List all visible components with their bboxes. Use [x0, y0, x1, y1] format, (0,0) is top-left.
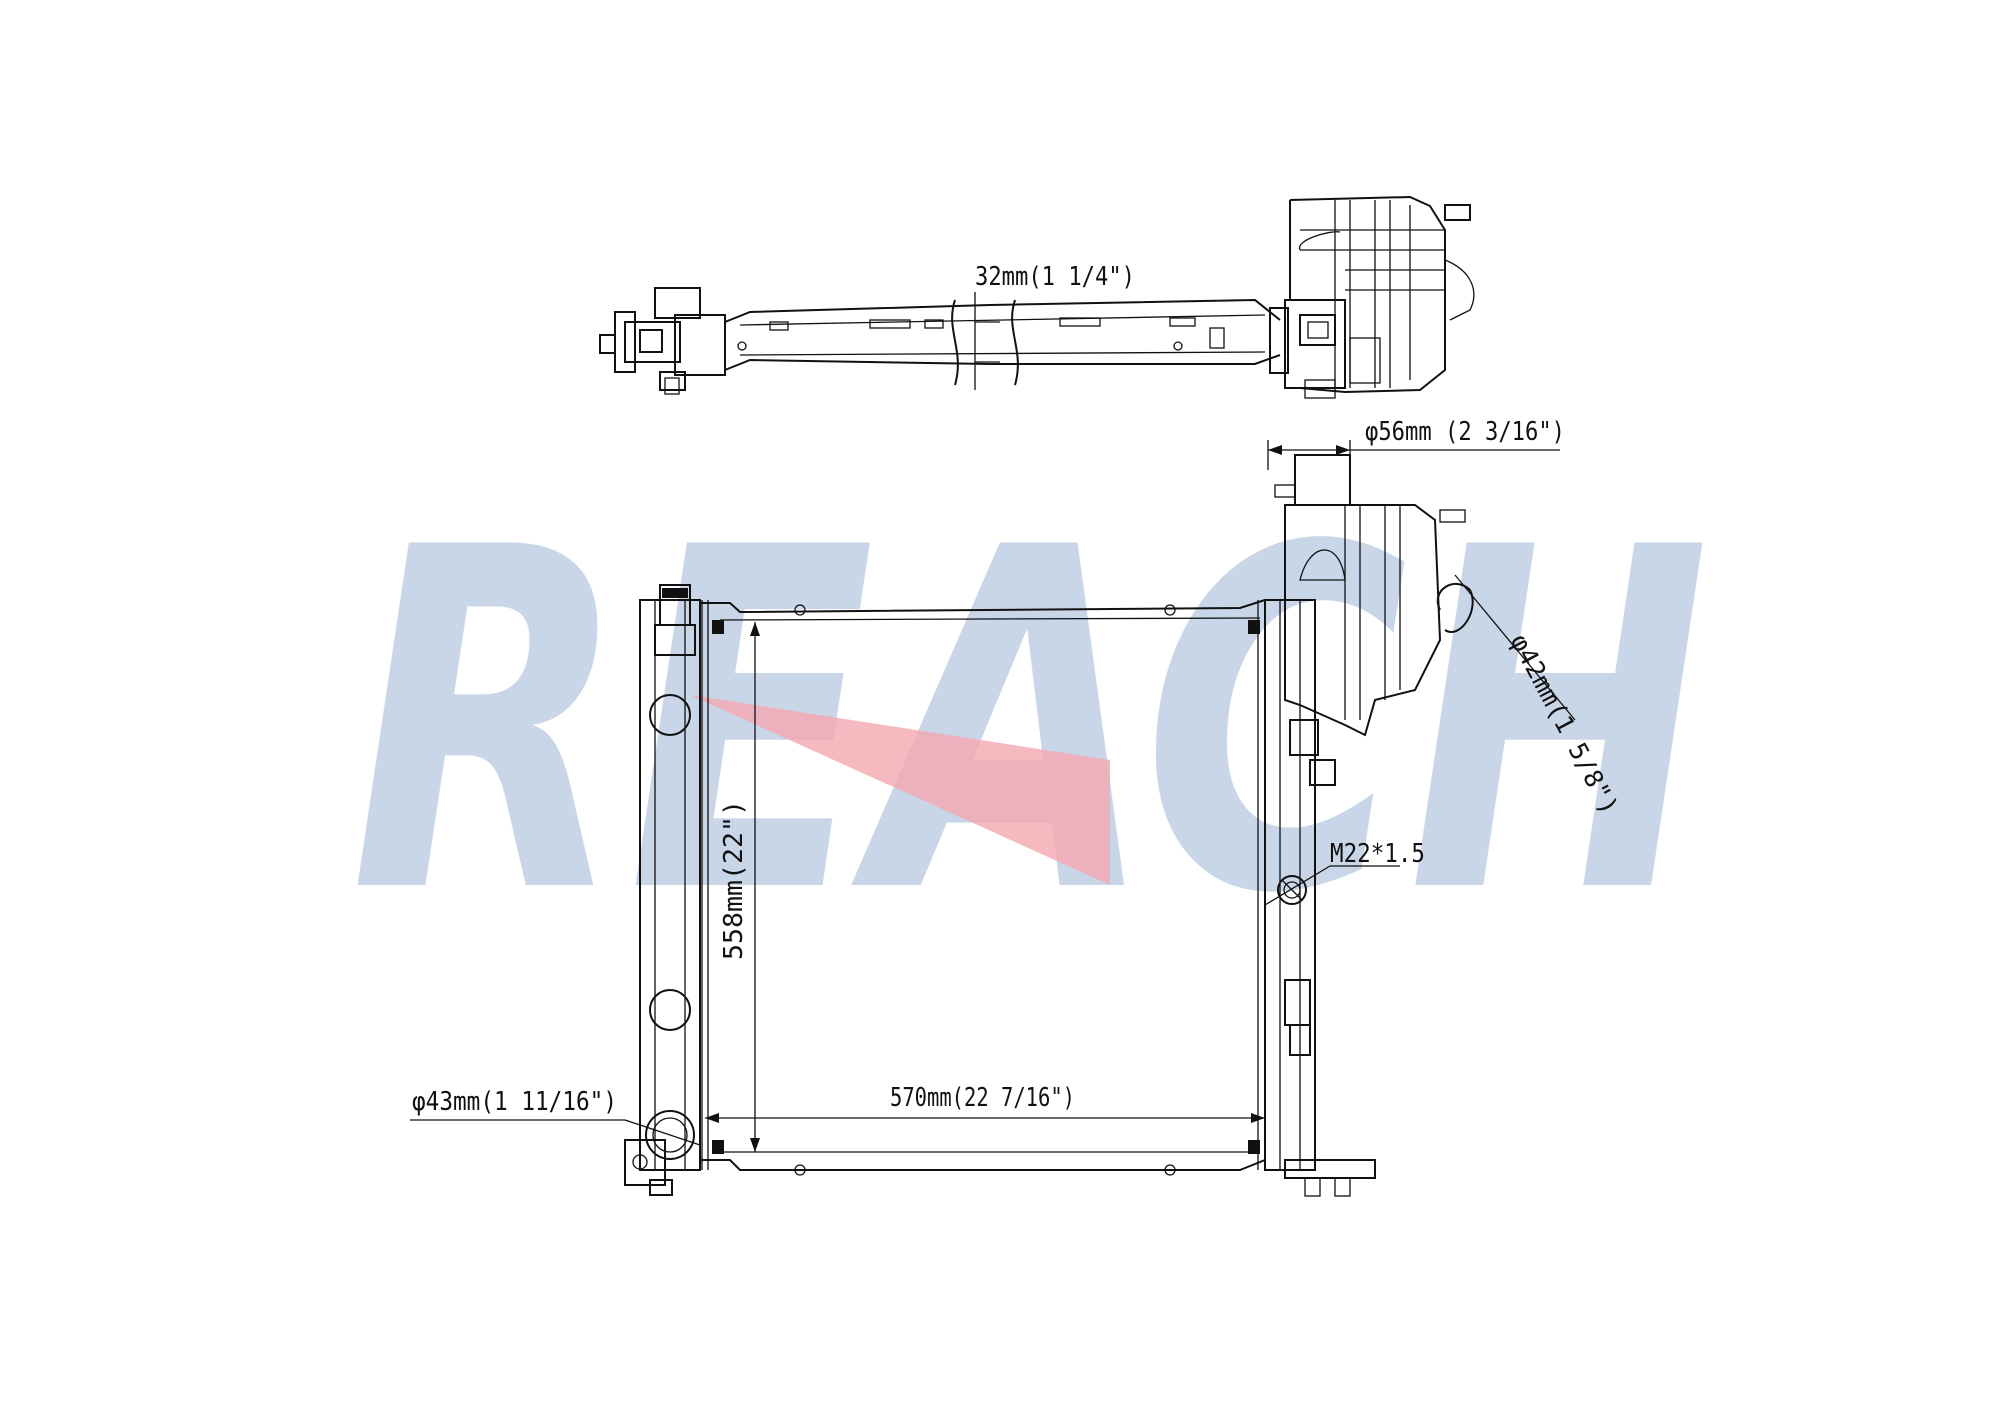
top-view	[599, 195, 1475, 399]
left-tank	[624, 584, 709, 1196]
dim-inlet-top-offset: 32mm(1 1/4")	[975, 262, 1135, 292]
watermark-text: REACH	[350, 449, 1710, 996]
dim-inlet-diameter: φ43mm(1 11/16")	[412, 1087, 617, 1117]
dim-core-width: 570mm(22 7/16")	[890, 1083, 1075, 1113]
dim-drain-thread: M22*1.5	[1330, 839, 1425, 869]
brand-watermark: REACH	[350, 449, 1710, 996]
dimension-lines	[410, 440, 1576, 1152]
dim-core-height: 558mm(22")	[719, 800, 749, 960]
right-tank	[1257, 454, 1474, 1197]
dim-filler-neck: φ56mm (2 3/16")	[1365, 417, 1565, 447]
watermark-accent-wedge	[690, 695, 1110, 885]
core-frame	[700, 599, 1266, 1176]
front-view	[410, 440, 1576, 1197]
